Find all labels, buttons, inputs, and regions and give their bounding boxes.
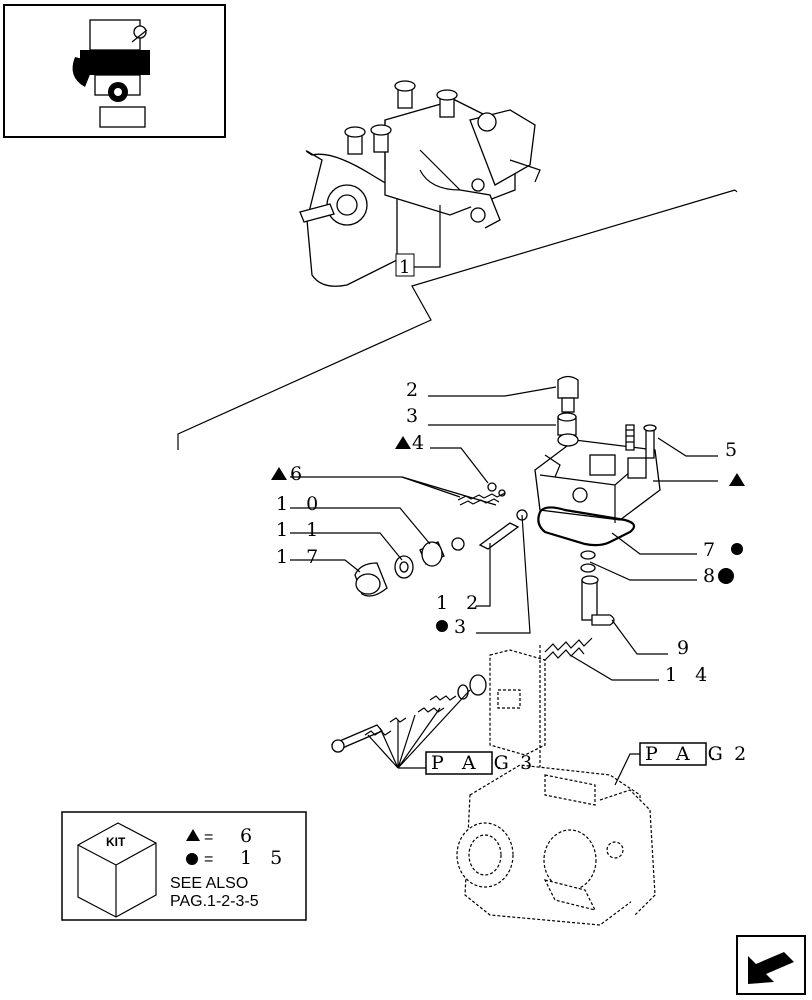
callout-4: 4 <box>412 432 430 454</box>
page-ref-2-number[interactable]: . 2 <box>710 743 752 765</box>
kit-circle-eq: = <box>204 851 213 868</box>
callout-1: 1 <box>399 257 410 278</box>
callout-9: 9 <box>677 637 695 659</box>
governor-spring-stack <box>330 674 487 769</box>
callout-2: 2 <box>406 379 424 401</box>
kit-badge: KIT <box>106 835 126 849</box>
page-ref-3-label[interactable]: P A G <box>431 752 515 774</box>
page-ref-2-label[interactable]: P A G <box>645 743 729 765</box>
callout-leaders <box>290 386 718 681</box>
kit-markers <box>271 436 745 632</box>
callout-3: 3 <box>406 405 424 427</box>
see-also-line1: SEE ALSO <box>170 875 248 892</box>
engine-thumbnail-icon[interactable] <box>3 4 226 138</box>
kit-box-icon <box>77 822 157 918</box>
page-ref-3[interactable] <box>398 751 493 775</box>
callout-1-leader <box>177 189 738 450</box>
delivery-valve-holder-group <box>354 375 661 661</box>
callout-8: 8 <box>703 565 721 587</box>
callout-11: 1 1 <box>276 519 324 541</box>
kit-triangle-eq: = <box>204 829 213 846</box>
page-ref-2[interactable] <box>614 742 707 786</box>
callout-10: 1 0 <box>276 493 324 515</box>
callout-5: 5 <box>725 439 743 461</box>
see-also-line2: PAG.1-2-3-5 <box>170 893 259 910</box>
kit-circle-value: 1 5 <box>240 847 288 869</box>
injection-pump-assembly <box>299 80 541 287</box>
callout-6: 6 <box>290 463 308 485</box>
callout-17: 1 7 <box>276 546 324 568</box>
callout-12: 1 2 <box>436 592 484 614</box>
callout-14: 1 4 <box>665 664 713 686</box>
kit-legend <box>61 811 307 921</box>
callout-3b: 3 <box>454 616 472 638</box>
pump-housing-dashed <box>456 645 656 926</box>
next-page-arrow-icon[interactable] <box>736 935 806 995</box>
callout-7: 7 <box>703 539 721 561</box>
page-ref-3-number[interactable]: . 3 <box>496 752 538 774</box>
kit-triangle-value: 6 <box>240 825 258 847</box>
